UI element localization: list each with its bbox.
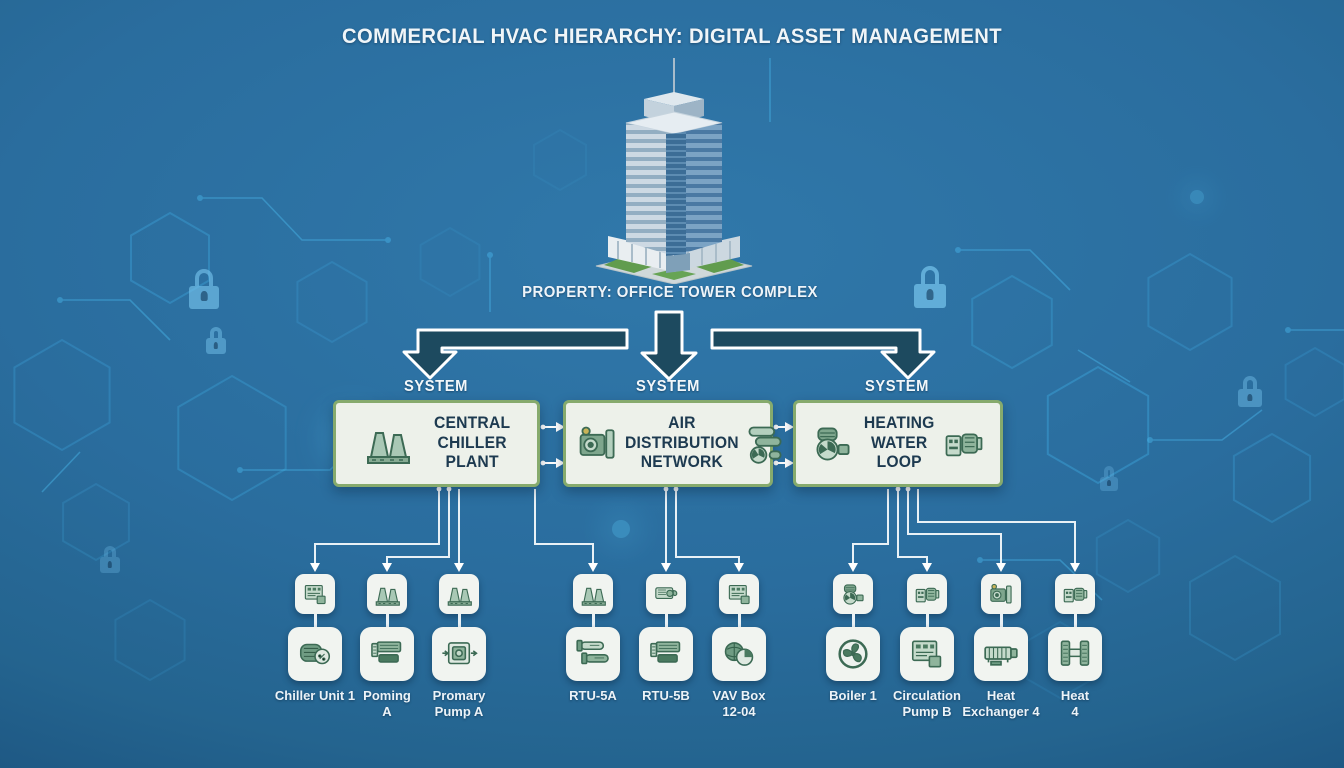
boiler-unit-icon: [907, 574, 947, 614]
duct-fan-icon: [742, 422, 788, 466]
vav-damper-icon: [712, 627, 766, 681]
padlock-icon: [1238, 376, 1262, 408]
asset-label: Chiller Unit 1: [274, 688, 356, 703]
cooling-towers-icon: [439, 574, 479, 614]
heat-exchanger-icon: [974, 627, 1028, 681]
air-handler-icon: [981, 574, 1021, 614]
system-box-air-distribution-network: AIR DISTRIBUTION NETWORK: [563, 400, 782, 487]
asset-label: VAV Box 12-04: [712, 688, 766, 720]
asset-node-vav-box-12-04: VAV Box 12-04: [693, 574, 785, 721]
asset-label: Poming A: [363, 688, 411, 720]
padlock-icon: [914, 266, 946, 308]
cooling-towers-icon: [361, 420, 415, 468]
control-panel-icon: [295, 574, 335, 614]
asset-label: Circulation Pump B: [893, 688, 961, 720]
boiler-unit-icon: [1055, 574, 1095, 614]
air-handler-icon: [574, 422, 622, 466]
pump-box-icon: [432, 627, 486, 681]
asset-node-rtu-5b: RTU-5B: [620, 574, 712, 704]
cooling-towers-icon: [573, 574, 613, 614]
asset-node-chiller-unit-1: Chiller Unit 1: [269, 574, 361, 704]
pump-skid-icon: [639, 627, 693, 681]
property-label: PROPERTY: OFFICE TOWER COMPLEX: [522, 284, 818, 301]
asset-node-boiler-1: Boiler 1: [807, 574, 899, 704]
boiler-unit-icon: [942, 423, 986, 465]
rooftop-unit-icon: [646, 574, 686, 614]
glow-spot: [1190, 190, 1204, 204]
pump-skid-icon: [360, 627, 414, 681]
asset-arrowheads: [310, 563, 1080, 572]
tile-connector: [737, 614, 741, 627]
asset-label: Heat Exchanger 4: [962, 688, 1040, 720]
asset-node-heat-4: Heat 4: [1029, 574, 1121, 721]
tile-connector: [851, 614, 855, 627]
circulation-pump-icon: [833, 574, 873, 614]
tile-connector: [457, 614, 461, 627]
asset-node-rtu-5a: RTU-5A: [547, 574, 639, 704]
big-arrow-down-icon: [402, 310, 936, 381]
system-name: AIR DISTRIBUTION NETWORK: [624, 414, 739, 472]
asset-node-promary-pump-a: Promary Pump A: [413, 574, 505, 721]
padlock-icon: [189, 269, 219, 309]
padlock-icon: [206, 327, 226, 355]
system-box-central-chiller-plant: CENTRAL CHILLER PLANT: [333, 400, 540, 487]
office-tower-building-icon: [595, 58, 753, 284]
system-level-label: SYSTEM: [636, 378, 700, 395]
asset-label: Boiler 1: [829, 688, 877, 703]
glow-spot: [612, 520, 630, 538]
asset-label: RTU-5A: [569, 688, 617, 703]
system-box-heating-water-loop: HEATING WATER LOOP: [793, 400, 1003, 487]
tile-connector: [999, 614, 1003, 627]
system-name: CENTRAL CHILLER PLANT: [433, 414, 511, 472]
tile-connector: [664, 614, 668, 627]
asset-label: Promary Pump A: [432, 688, 486, 720]
control-panel-icon: [900, 627, 954, 681]
padlock-icon: [1100, 466, 1118, 491]
cooling-towers-icon: [367, 574, 407, 614]
asset-label: RTU-5B: [642, 688, 690, 703]
tile-connector: [1073, 614, 1077, 627]
fan-icon: [826, 627, 880, 681]
compressor-gauge-icon: [288, 627, 342, 681]
asset-label: Heat 4: [1060, 688, 1090, 720]
exchanger-tanks-icon: [1048, 627, 1102, 681]
padlock-icon: [100, 546, 120, 574]
tile-connector: [591, 614, 595, 627]
system-level-label: SYSTEM: [865, 378, 929, 395]
asset-drop-lines: [314, 486, 1076, 563]
asset-node-poming-a: Poming A: [341, 574, 433, 721]
page-title: COMMERCIAL HVAC HIERARCHY: DIGITAL ASSET…: [342, 24, 1002, 48]
control-panel-icon: [719, 574, 759, 614]
system-name: HEATING WATER LOOP: [863, 414, 935, 472]
pipes-icon: [566, 627, 620, 681]
tile-connector: [925, 614, 929, 627]
system-level-label: SYSTEM: [404, 378, 468, 395]
asset-node-circulation-pump-b: Circulation Pump B: [881, 574, 973, 721]
tile-connector: [385, 614, 389, 627]
asset-node-heat-exchanger-4: Heat Exchanger 4: [955, 574, 1047, 721]
tile-connector: [313, 614, 317, 627]
circulation-pump-icon: [810, 422, 856, 466]
